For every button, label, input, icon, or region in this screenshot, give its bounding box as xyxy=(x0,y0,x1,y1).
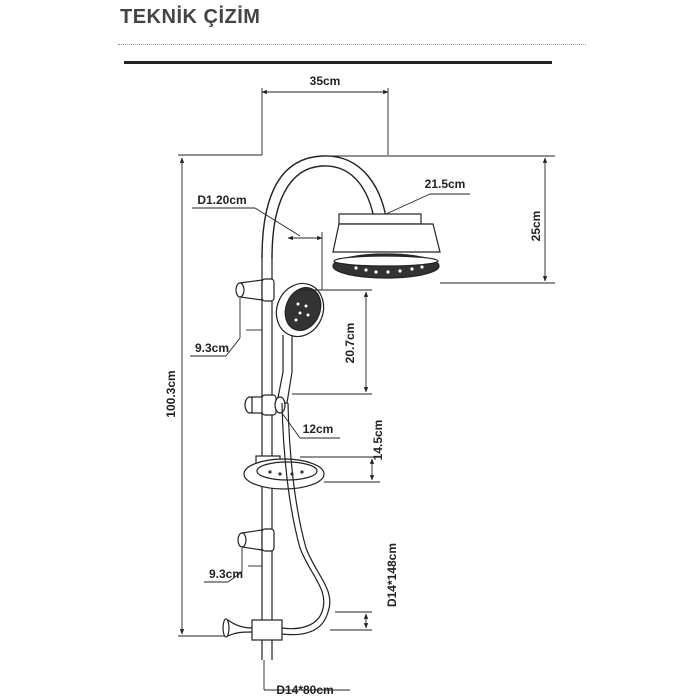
page-title: TEKNİK ÇİZİM xyxy=(120,6,261,28)
dim-arm-width: 35cm xyxy=(310,74,341,88)
upper-wall-holder xyxy=(235,278,275,302)
lower-wall-holder xyxy=(237,528,275,552)
shower-hose xyxy=(281,402,331,636)
dim-hand-holder-upper: 9.3cm xyxy=(195,341,229,355)
title-underline xyxy=(124,61,552,64)
dim-hose-short: D14*80cm xyxy=(276,683,333,697)
dim-hand-shower-length: 20.7cm xyxy=(343,323,357,364)
hand-shower xyxy=(275,282,325,404)
dim-pipe-diameter: D1.20cm xyxy=(197,193,246,207)
dim-hose-long: D14*148cm xyxy=(385,543,399,607)
shower-arm xyxy=(261,155,389,259)
dim-slider-width: 12cm xyxy=(303,422,334,436)
slider-bracket xyxy=(244,394,286,416)
dim-hand-holder-lower: 9.3cm xyxy=(209,567,243,581)
riser-pipe xyxy=(261,255,273,640)
diverter-valve xyxy=(222,618,283,660)
dim-head-diameter: 21.5cm xyxy=(425,177,466,191)
dotted-divider xyxy=(118,44,586,45)
dim-head-drop: 25cm xyxy=(529,211,543,242)
dim-total-height: 100.3cm xyxy=(164,370,178,417)
soap-dish xyxy=(243,455,325,490)
rain-shower-head xyxy=(332,213,441,279)
dim-soap-dish: 14.5cm xyxy=(371,420,385,461)
